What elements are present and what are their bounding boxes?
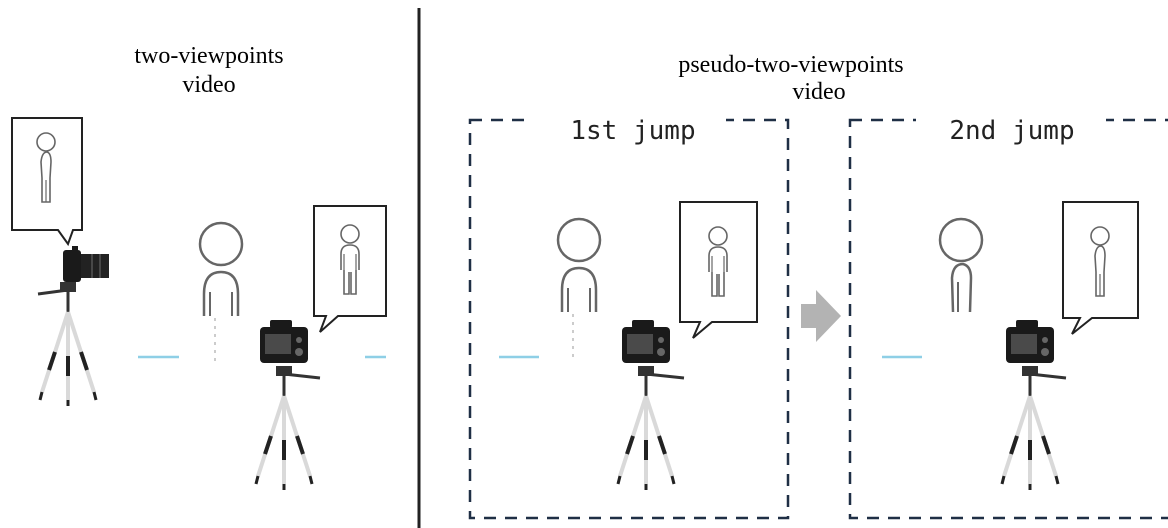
tripod-icon — [1000, 364, 1067, 492]
speech-bubble-side-view — [1062, 201, 1139, 335]
speech-bubble-front-view — [679, 201, 758, 339]
left-title-line2: video — [182, 72, 235, 98]
speech-bubble-side-view — [11, 117, 83, 247]
frame-label: 1st jump — [570, 116, 695, 146]
right-title-line1: pseudo-two-viewpoints — [678, 52, 903, 78]
speech-bubble-front-view — [313, 205, 387, 333]
person-side-icon — [938, 217, 984, 314]
next-arrow-icon — [801, 290, 841, 342]
frame-2nd-jump: 2nd jump — [848, 104, 1168, 520]
tripod-icon — [616, 364, 685, 492]
camera-back-icon — [260, 320, 308, 363]
right-panel: pseudo-two-viewpoints video 1st jump — [468, 52, 1168, 520]
left-panel: two-viewpoints video — [11, 43, 387, 492]
camera-back-icon — [1006, 320, 1054, 363]
camera-side-icon — [63, 246, 109, 282]
person-front-icon — [198, 221, 244, 364]
tripod-icon — [254, 364, 321, 492]
right-title-line2: video — [792, 79, 845, 105]
tripod-icon — [37, 280, 98, 408]
dashed-frame — [848, 118, 1168, 520]
left-title-line1: two-viewpoints — [134, 43, 283, 69]
frame-label: 2nd jump — [949, 116, 1074, 146]
camera-back-icon — [622, 320, 670, 363]
person-front-icon — [556, 217, 602, 360]
frame-1st-jump: 1st jump — [468, 104, 790, 520]
